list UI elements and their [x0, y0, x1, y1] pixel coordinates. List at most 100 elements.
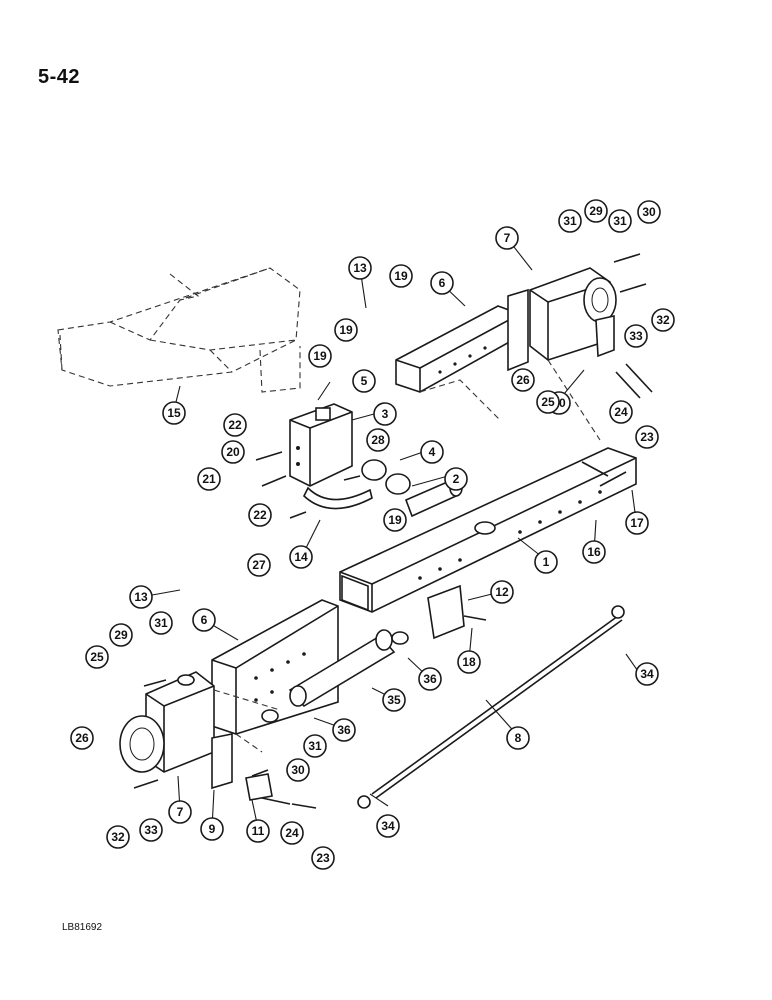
tie-rod	[357, 605, 625, 809]
svg-text:31: 31	[154, 616, 168, 630]
callout-33-a: 33	[624, 324, 648, 348]
callout-8: 8	[506, 726, 530, 750]
clamp-strap	[303, 475, 373, 510]
svg-text:4: 4	[429, 445, 436, 459]
svg-text:28: 28	[371, 433, 385, 447]
svg-text:33: 33	[629, 329, 643, 343]
callout-28: 28	[366, 428, 390, 452]
callout-26-b: 26	[70, 726, 94, 750]
pivot-pin-bushings	[361, 459, 463, 518]
callout-35: 35	[382, 688, 406, 712]
callout-31-a: 31	[558, 209, 582, 233]
svg-text:29: 29	[114, 628, 128, 642]
svg-text:34: 34	[640, 667, 654, 681]
svg-text:2: 2	[453, 472, 460, 486]
callout-32-b: 32	[106, 825, 130, 849]
callout-34-a: 34	[635, 662, 659, 686]
svg-text:13: 13	[134, 590, 148, 604]
callout-7-lower: 7	[168, 800, 192, 824]
svg-text:7: 7	[504, 231, 511, 245]
callout-29-b: 29	[109, 623, 133, 647]
callout-16: 16	[582, 540, 606, 564]
svg-text:26: 26	[75, 731, 89, 745]
svg-text:30: 30	[291, 763, 305, 777]
callout-32-a: 32	[651, 308, 675, 332]
svg-text:36: 36	[337, 723, 351, 737]
callout-6-lower: 6	[192, 608, 216, 632]
callout-17: 17	[625, 511, 649, 535]
svg-text:17: 17	[630, 516, 644, 530]
callout-25-a: 25	[536, 390, 560, 414]
svg-text:29: 29	[589, 204, 603, 218]
svg-text:23: 23	[316, 851, 330, 865]
page-number: 5-42	[38, 66, 81, 88]
svg-text:24: 24	[614, 405, 628, 419]
callout-7-upper: 7	[495, 226, 519, 250]
svg-text:20: 20	[226, 445, 240, 459]
assembly-guide-lines	[213, 359, 601, 753]
svg-text:19: 19	[339, 323, 353, 337]
callout-13-upper: 13	[348, 256, 372, 280]
svg-text:34: 34	[381, 819, 395, 833]
svg-text:9: 9	[209, 822, 216, 836]
callout-23-a: 23	[635, 425, 659, 449]
callout-19-b: 19	[334, 318, 358, 342]
svg-text:8: 8	[515, 731, 522, 745]
callout-14: 14	[289, 545, 313, 569]
svg-text:11: 11	[252, 824, 265, 838]
callout-29-a: 29	[584, 199, 608, 223]
callout-1: 1	[534, 550, 558, 574]
callout-4: 4	[420, 440, 444, 464]
callout-11: 11	[246, 819, 270, 843]
callout-31-b: 31	[608, 209, 632, 233]
svg-text:32: 32	[656, 313, 670, 327]
cylinder-mounting-plate	[427, 584, 465, 640]
svg-text:25: 25	[541, 395, 555, 409]
svg-text:23: 23	[640, 430, 654, 444]
callout-12: 12	[490, 580, 514, 604]
svg-text:19: 19	[388, 513, 402, 527]
callout-27: 27	[247, 553, 271, 577]
callout-25-b: 25	[85, 645, 109, 669]
svg-text:31: 31	[613, 214, 627, 228]
pivot-bracket	[289, 403, 353, 487]
callout-33-b: 33	[139, 818, 163, 842]
svg-text:18: 18	[462, 655, 476, 669]
svg-text:19: 19	[313, 349, 327, 363]
steering-cylinder	[261, 629, 409, 723]
callout-24-a: 24	[609, 400, 633, 424]
callout-34-b: 34	[376, 814, 400, 838]
svg-text:12: 12	[495, 585, 509, 599]
callout-36-b: 36	[332, 718, 356, 742]
svg-text:3: 3	[382, 407, 389, 421]
wheel-hub-upper	[529, 267, 617, 361]
svg-text:26: 26	[516, 373, 530, 387]
callout-22-b: 22	[248, 503, 272, 527]
svg-text:25: 25	[90, 650, 104, 664]
callout-6-upper: 6	[430, 271, 454, 295]
callout-30-a: 30	[637, 200, 661, 224]
svg-text:21: 21	[202, 472, 216, 486]
svg-text:14: 14	[294, 550, 308, 564]
callout-21: 21	[197, 467, 221, 491]
callout-2: 2	[444, 467, 468, 491]
svg-text:5: 5	[361, 374, 368, 388]
callout-19-d: 19	[383, 508, 407, 532]
svg-text:33: 33	[144, 823, 158, 837]
callout-22-a: 22	[223, 413, 247, 437]
svg-text:1: 1	[543, 555, 550, 569]
callout-23-b: 23	[311, 846, 335, 870]
axle-extension-upper	[395, 288, 529, 393]
svg-text:19: 19	[394, 269, 408, 283]
callout-19-a: 19	[389, 264, 413, 288]
main-axle-beam	[339, 447, 637, 613]
svg-text:6: 6	[201, 613, 208, 627]
svg-text:16: 16	[587, 545, 601, 559]
svg-text:22: 22	[228, 418, 242, 432]
svg-text:31: 31	[563, 214, 577, 228]
frame-phantom	[57, 267, 301, 393]
callout-5: 5	[352, 369, 376, 393]
callout-3: 3	[373, 402, 397, 426]
fasteners	[133, 253, 653, 809]
callout-26-a: 26	[511, 368, 535, 392]
